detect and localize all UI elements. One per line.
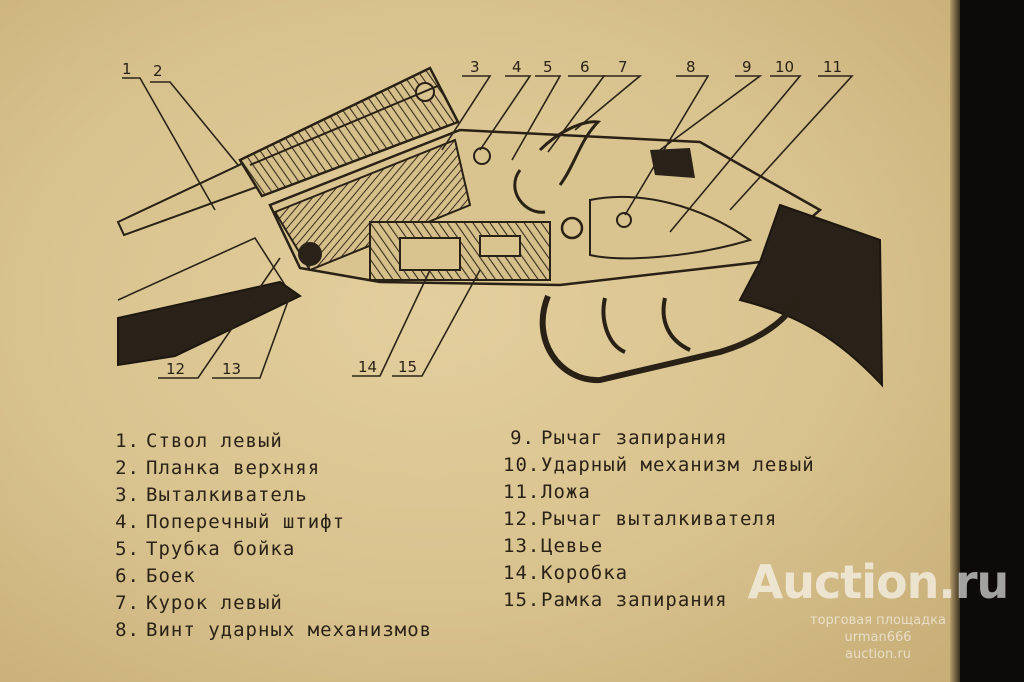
paper-edge: [950, 0, 960, 682]
callout-11: 11: [823, 58, 842, 76]
legend-item: 9.Рычаг запирания: [510, 427, 728, 449]
callout-1: 1: [122, 60, 132, 78]
callout-15: 15: [398, 358, 417, 376]
stock: [738, 203, 884, 388]
watermark-line: urman666: [844, 630, 912, 645]
legend-item: 13.Цевье: [503, 535, 604, 557]
legend-item: 6.Боек: [115, 565, 196, 587]
watermark-logo: Auction.ru: [747, 555, 1010, 609]
callout-6: 6: [580, 58, 590, 76]
legend-item: 14.Коробка: [503, 562, 629, 584]
callout-2: 2: [153, 62, 163, 80]
legend-item: 3.Выталкиватель: [115, 484, 308, 506]
legend-item: 2.Планка верхняя: [115, 457, 321, 479]
legend-item: 11.Ложа: [503, 481, 591, 503]
watermark: Auction.ru торговая площадка urman666 au…: [738, 552, 1018, 663]
callout-10: 10: [775, 58, 794, 76]
legend-item: 1.Ствол левый: [115, 430, 283, 452]
trigger-guard: [539, 294, 798, 384]
callout-7: 7: [618, 58, 628, 76]
legend-left: 1.Ствол левый 2.Планка верхняя 3.Выталки…: [108, 428, 432, 644]
gun-diagram: 1 2 3 4 5 6 7 8 9 10 11 12 13 14 15: [116, 58, 884, 388]
top-leaders: [122, 75, 854, 233]
legend-item: 8.Винт ударных механизмов: [115, 619, 433, 641]
forend: [117, 280, 302, 367]
barrel-group: [116, 66, 460, 237]
callout-9: 9: [742, 58, 752, 76]
legend-item: 7.Курок левый: [115, 592, 283, 614]
callout-14: 14: [358, 358, 377, 376]
legend-item: 12.Рычаг выталкивателя: [503, 508, 778, 530]
callout-4: 4: [512, 58, 522, 76]
callout-3: 3: [470, 58, 480, 76]
legend-item: 4.Поперечный штифт: [115, 511, 346, 533]
callout-numbers: 1 2 3 4 5 6 7 8 9 10 11 12 13 14 15: [122, 58, 842, 378]
callout-13: 13: [222, 360, 241, 378]
legend-item: 5.Трубка бойка: [115, 538, 296, 560]
legend-item: 15.Рамка запирания: [503, 589, 728, 611]
receiver: [268, 120, 823, 287]
watermark-line: торговая площадка: [810, 613, 946, 628]
legend-right: 9.Рычаг запирания 10.Ударный механизм ле…: [503, 425, 815, 614]
callout-5: 5: [543, 58, 553, 76]
legend-item: 10.Ударный механизм левый: [503, 454, 815, 476]
callout-12: 12: [166, 360, 185, 378]
callout-8: 8: [686, 58, 696, 76]
watermark-line: auction.ru: [845, 647, 911, 662]
bottom-leaders: [158, 257, 481, 379]
